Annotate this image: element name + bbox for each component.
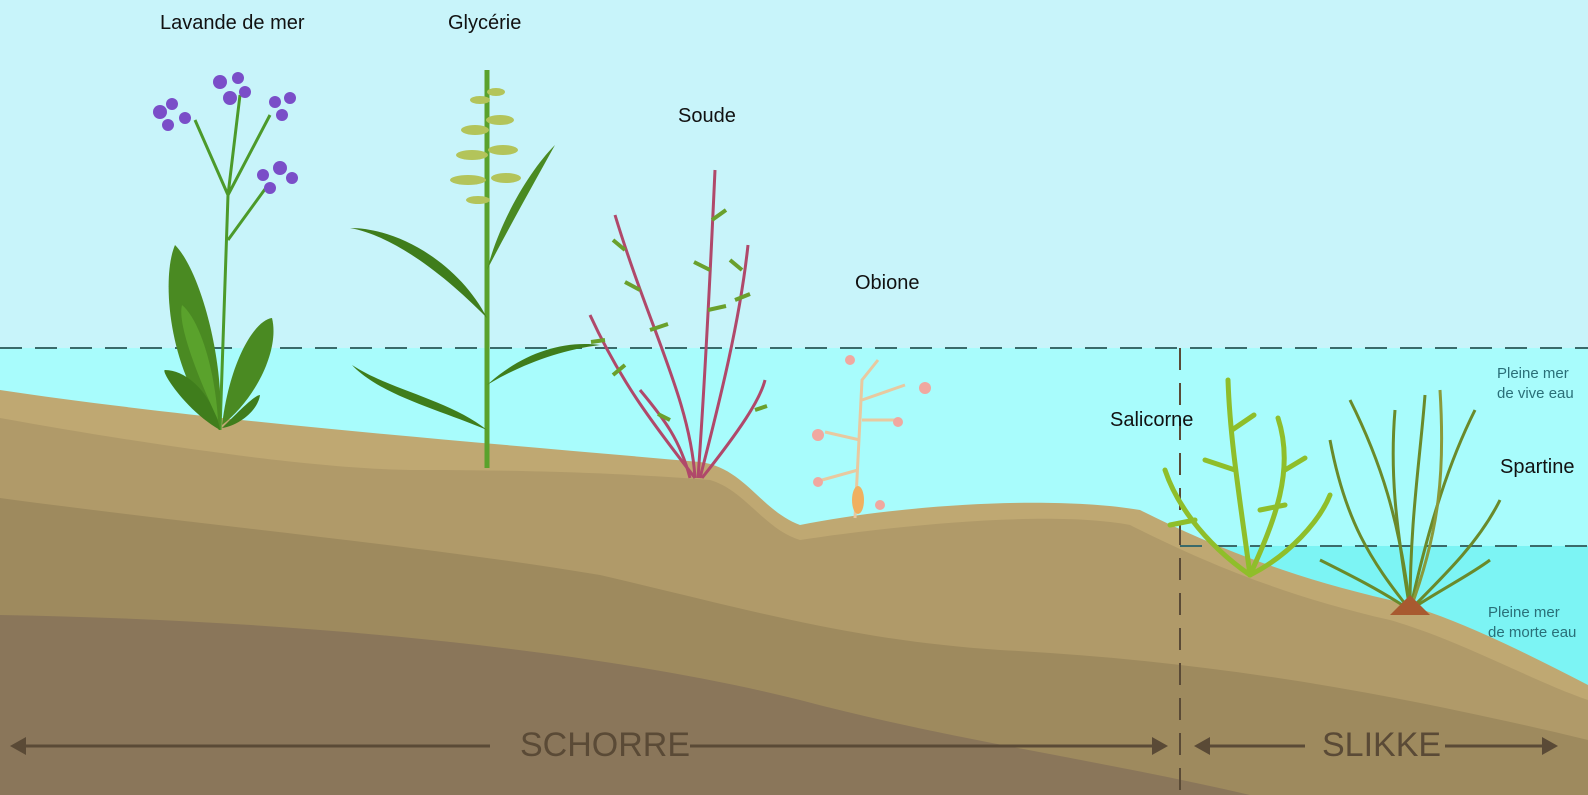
label-slikke: SLIKKE — [1322, 726, 1441, 765]
label-neap-tide-line1: Pleine mer — [1488, 603, 1576, 623]
label-obione: Obione — [855, 272, 920, 295]
label-glycerie: Glycérie — [448, 12, 521, 35]
label-schorre: SCHORRE — [520, 726, 690, 765]
label-lavande-de-mer: Lavande de mer — [160, 12, 305, 35]
label-spring-tide-line1: Pleine mer — [1497, 364, 1574, 384]
label-spartine: Spartine — [1500, 456, 1575, 479]
label-soude: Soude — [678, 105, 736, 128]
label-spring-tide-line2: de vive eau — [1497, 384, 1574, 404]
label-spring-tide: Pleine mer de vive eau — [1497, 364, 1574, 404]
label-neap-tide-line2: de morte eau — [1488, 623, 1576, 643]
label-salicorne: Salicorne — [1110, 409, 1193, 432]
label-neap-tide: Pleine mer de morte eau — [1488, 603, 1576, 643]
